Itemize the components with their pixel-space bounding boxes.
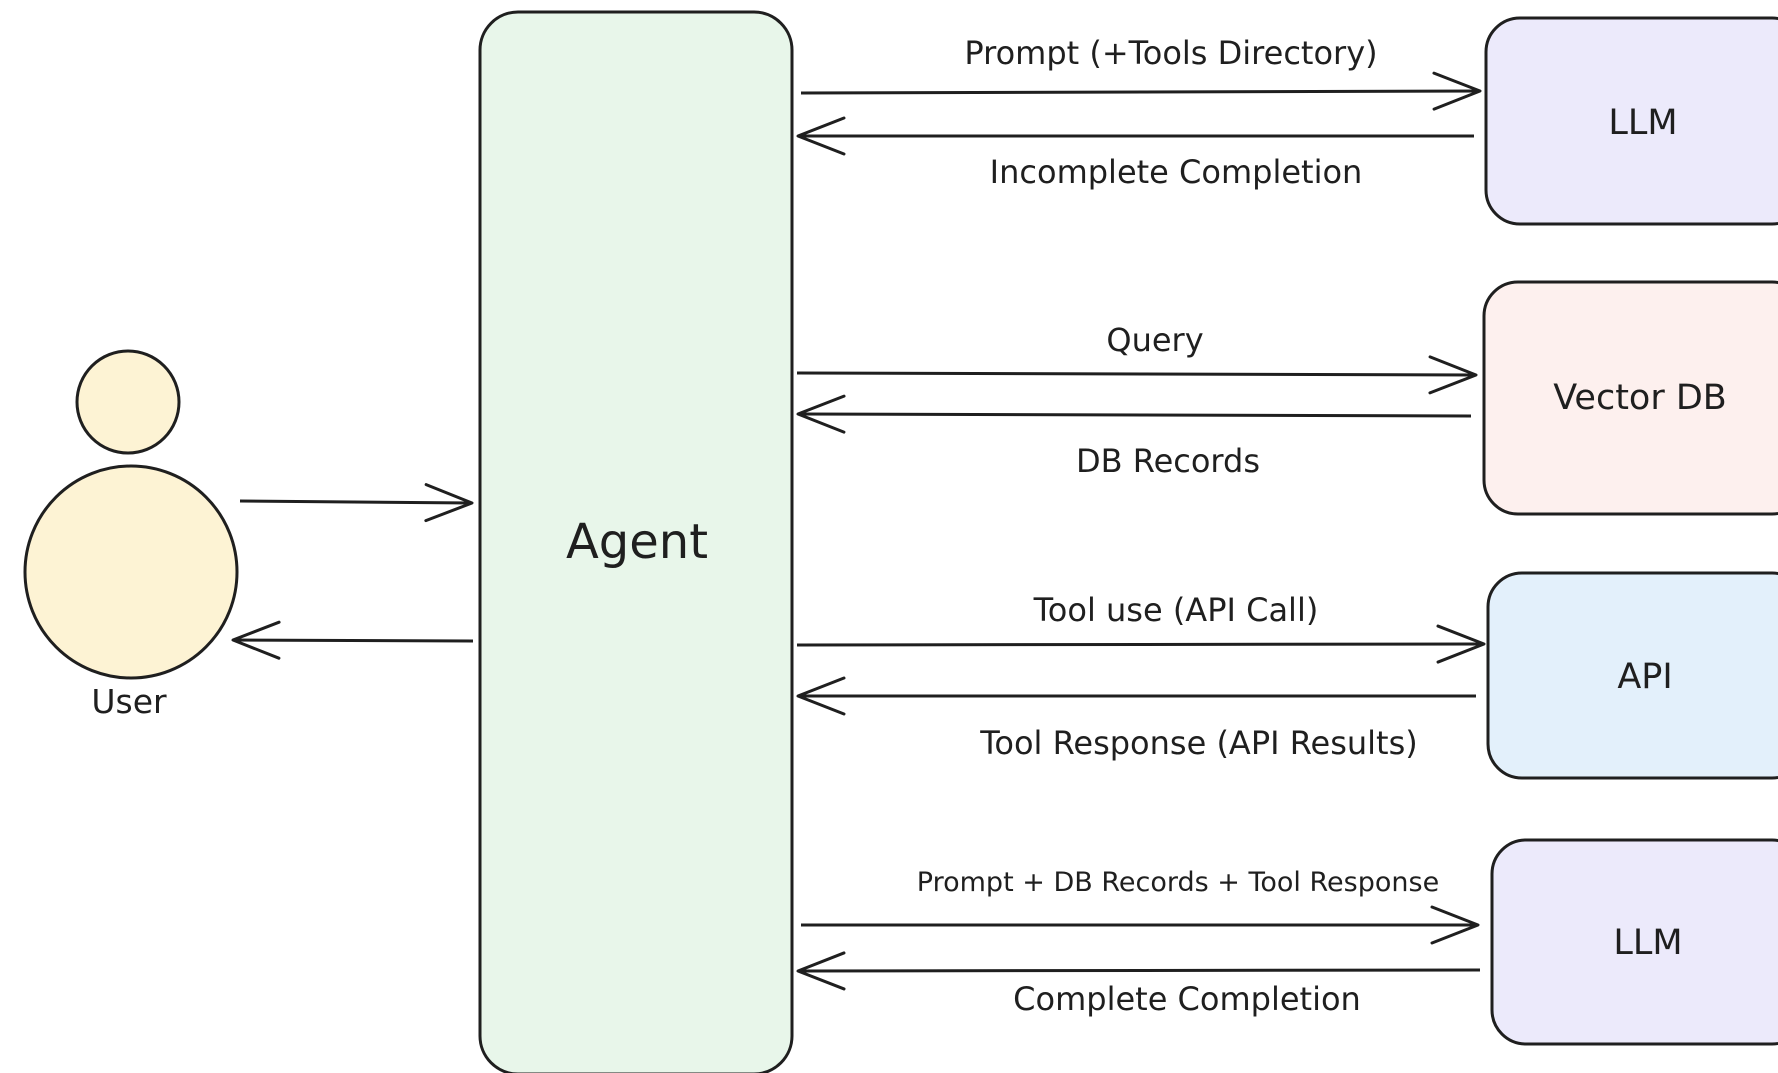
llm-top-box — [1484, 16, 1778, 226]
vector-db-node: Vector DB — [1482, 280, 1778, 516]
edge-query: Query — [796, 321, 1478, 395]
llm-node-bottom: LLM — [1490, 838, 1778, 1046]
edge-prompt-tools: Prompt (+Tools Directory) — [800, 34, 1482, 111]
edge-tool-response: Tool Response (API Results) — [796, 676, 1476, 762]
tool-response-label: Tool Response (API Results) — [979, 724, 1418, 762]
llm-bottom-box — [1490, 838, 1778, 1046]
agent-box — [478, 10, 794, 1073]
vector-db-box — [1482, 280, 1778, 516]
tool-use-label: Tool use (API Call) — [1033, 591, 1319, 629]
user-label: User — [91, 682, 167, 721]
edge-complete-completion: Complete Completion — [796, 951, 1481, 1018]
incomplete-completion-label: Incomplete Completion — [990, 153, 1363, 191]
api-label: API — [1617, 657, 1672, 697]
prompt-combined-label: Prompt + DB Records + Tool Response — [917, 867, 1439, 898]
api-box — [1486, 571, 1778, 780]
db-records-arrow — [796, 394, 1472, 434]
llm-node-top: LLM — [1484, 16, 1778, 226]
query-arrow — [796, 355, 1478, 395]
prompt-tools-arrow — [800, 71, 1482, 111]
vector-db-label: Vector DB — [1553, 378, 1727, 418]
user-body — [23, 464, 239, 680]
edge-prompt-combined: Prompt + DB Records + Tool Response — [801, 867, 1480, 945]
edge-tool-use: Tool use (API Call) — [796, 591, 1486, 664]
prompt-tools-label: Prompt (+Tools Directory) — [964, 34, 1377, 72]
edge-db-records: DB Records — [796, 394, 1472, 480]
user-head — [75, 349, 181, 455]
agent-label: Agent — [566, 514, 708, 570]
complete-completion-arrow — [796, 951, 1481, 991]
query-label: Query — [1106, 321, 1203, 359]
llm-bottom-label: LLM — [1613, 923, 1682, 963]
llm-top-label: LLM — [1608, 103, 1677, 143]
db-records-label: DB Records — [1076, 442, 1260, 480]
user-actor: User — [23, 349, 239, 721]
tool-use-arrow — [796, 624, 1486, 664]
complete-completion-label: Complete Completion — [1013, 980, 1361, 1018]
edge-incomplete-completion: Incomplete Completion — [796, 116, 1474, 191]
api-node: API — [1486, 571, 1778, 780]
agent-node: Agent — [478, 10, 794, 1073]
user-to-agent-arrow — [239, 483, 474, 523]
agent-to-user-arrow — [231, 620, 474, 660]
